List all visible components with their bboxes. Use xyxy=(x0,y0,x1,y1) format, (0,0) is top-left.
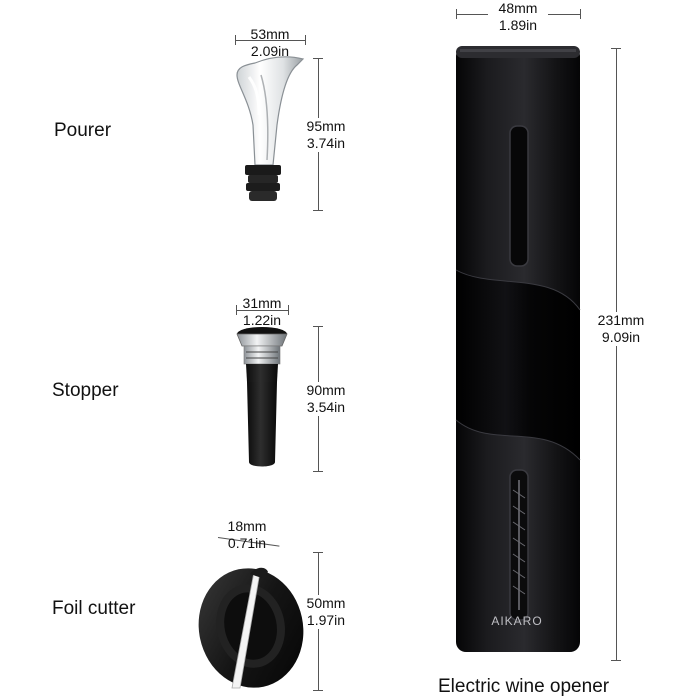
stopper-height-in: 3.54in xyxy=(306,399,346,415)
stopper-width-tick-left xyxy=(236,305,237,315)
opener-width-mm: 48mm xyxy=(498,0,538,16)
opener-height-in: 9.09in xyxy=(601,329,641,345)
foil-cutter-height-mm: 50mm xyxy=(306,595,346,611)
foil-cutter-width-dimension: 18mm 0.71in xyxy=(215,518,279,552)
stopper-width-in: 1.22in xyxy=(242,312,282,328)
foil-cutter-label: Foil cutter xyxy=(52,598,136,619)
pourer-height-mm: 95mm xyxy=(306,118,346,134)
pourer-height-dimension: 95mm 3.74in xyxy=(296,118,356,152)
pourer-width-line xyxy=(235,40,305,41)
stopper-height-tick-top xyxy=(313,326,323,327)
opener-brand-logo: AIKARO xyxy=(491,614,543,628)
foil-cutter-height-dimension: 50mm 1.97in xyxy=(296,595,356,629)
pourer-image xyxy=(236,56,305,201)
pourer-width-in: 2.09in xyxy=(250,43,290,59)
opener-width-tick-left xyxy=(456,9,457,19)
opener-label: Electric wine opener xyxy=(438,676,610,697)
foil-cutter-width-mm: 18mm xyxy=(227,518,267,534)
stopper-width-tick-right xyxy=(288,305,289,315)
opener-height-mm: 231mm xyxy=(597,312,645,328)
stopper-image xyxy=(236,327,288,467)
opener-image xyxy=(455,46,581,652)
pourer-height-in: 3.74in xyxy=(306,135,346,151)
foil-cutter-image xyxy=(198,567,304,689)
opener-height-line xyxy=(616,48,617,660)
pourer-height-tick-bottom xyxy=(313,210,323,211)
stopper-height-dimension: 90mm 3.54in xyxy=(296,382,356,416)
pourer-width-tick-right xyxy=(305,35,306,45)
stopper-height-mm: 90mm xyxy=(306,382,346,398)
opener-height-tick-top xyxy=(611,48,621,49)
stopper-label: Stopper xyxy=(52,380,119,401)
pourer-width-dimension: 53mm 2.09in xyxy=(238,26,302,60)
opener-width-tick-right xyxy=(580,9,581,19)
pourer-height-tick-top xyxy=(313,58,323,59)
foil-cutter-width-in: 0.71in xyxy=(227,535,267,551)
stopper-width-dimension: 31mm 1.22in xyxy=(230,295,294,329)
pourer-label: Pourer xyxy=(54,120,112,141)
foil-cutter-height-tick-bottom xyxy=(313,690,323,691)
opener-width-dimension: 48mm 1.89in xyxy=(488,0,548,34)
opener-height-dimension: 231mm 9.09in xyxy=(590,312,652,346)
foil-cutter-height-in: 1.97in xyxy=(306,612,346,628)
pourer-width-mm: 53mm xyxy=(250,26,290,42)
foil-cutter-height-tick-top xyxy=(313,552,323,553)
stopper-width-mm: 31mm xyxy=(242,295,282,311)
opener-width-in: 1.89in xyxy=(498,17,538,33)
opener-height-tick-bottom xyxy=(611,660,621,661)
stopper-height-tick-bottom xyxy=(313,471,323,472)
pourer-width-tick-left xyxy=(235,35,236,45)
stopper-width-line xyxy=(236,310,288,311)
